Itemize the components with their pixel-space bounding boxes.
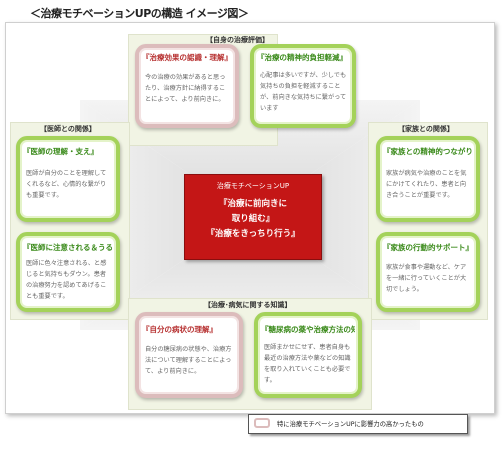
panel-bottom-label: 【治療･病気に関する知識】 (204, 301, 292, 309)
diagram-title: ＜治療モチベーションUPの構造 イメージ図＞ (30, 7, 249, 20)
card-doctor-understanding: 『医師の理解・支え』 医師が自分のことを理解してくれるなど、心情的な繋がりも重要… (16, 136, 120, 222)
card-body: 今の治療の効果があると思ったり、治療方針に納得することによって、より前向きに。 (145, 74, 226, 103)
card-treatment-knowledge: 『糖尿病の薬や治療方法の知識』 医師まかせにせず、患者自身も最近の治療方法や薬な… (254, 312, 362, 398)
card-treatment-effect: 『治療効果の認識・理解』 今の治療の効果があると思ったり、治療方針に納得すること… (135, 44, 239, 128)
center-line-1: 『治療に前向きに (218, 199, 287, 209)
card-title: 『糖尿病の薬や治療方法の知識』 (261, 325, 355, 334)
card-family-active-support: 『家族の行動的サポート』 家族が食事や運動など、ケアを一緒に行っていくことが大切… (376, 232, 480, 312)
legend-swatch-pink (254, 418, 270, 428)
center-line-2: 取り組む』 (231, 214, 275, 224)
card-body: 医師まかせにせず、患者自身も最近の治療方法や薬などの知識を取り入れていくことも必… (264, 344, 351, 384)
panel-left-label: 【医師との関係】 (40, 125, 96, 133)
center-subtitle: 治療モチベーションUP (216, 182, 290, 190)
card-mental-burden-relief: 『治療の精神的負担軽減』 心配事は多いですが、少しでも気持ちの負担を軽減すること… (250, 44, 356, 128)
panel-top-label: 【自身の治療評価】 (206, 36, 269, 44)
card-title: 『家族の行動的サポート』 (383, 243, 473, 252)
card-family-emotional-bond: 『家族との精神的つながり』 家族が病気や治療のことを気にかけてくれたり、患者と向… (376, 136, 480, 222)
center-line-3: 『治療をきっちり行う』 (206, 229, 300, 239)
card-body: 自分の糖尿病の状態や、治療方法について理解することによって、より前向きに。 (145, 346, 232, 375)
card-body: 心配事は多いですが、少しでも気持ちの負担を軽減することが、前向きな気持ちに繋がっ… (260, 72, 347, 112)
legend: 特に治療モチベーションUPに影響力の高かったもの (248, 414, 468, 434)
card-title: 『治療の精神的負担軽減』 (257, 53, 347, 62)
card-title: 『医師に注意される＆うるさい』 (23, 243, 113, 252)
card-doctor-scolding: 『医師に注意される＆うるさい』 医師に色々注意される、と感じると気持ちもダウン。… (16, 232, 120, 312)
panel-right-label: 【家族との関係】 (398, 125, 454, 133)
card-body: 医師が自分のことを理解してくれるなど、心情的な繋がりも重要です。 (26, 170, 107, 199)
card-title: 『治療効果の認識・理解』 (142, 53, 232, 62)
center-main-text: 『治療に前向きに 取り組む』 『治療をきっちり行う』 (185, 197, 321, 242)
card-title: 『家族との精神的つながり』 (383, 147, 473, 156)
card-title: 『医師の理解・支え』 (23, 147, 98, 156)
center-motivation-box: 治療モチベーションUP 『治療に前向きに 取り組む』 『治療をきっちり行う』 (184, 174, 322, 260)
legend-text: 特に治療モチベーションUPに影響力の高かったもの (277, 421, 424, 428)
card-body: 家族が病気や治療のことを気にかけてくれたり、患者と向き合うことが重要です。 (386, 170, 467, 199)
card-body: 家族が食事や運動など、ケアを一緒に行っていくことが大切でしょう。 (386, 264, 467, 293)
card-title: 『自分の病状の理解』 (142, 325, 217, 334)
card-body: 医師に色々注意される、と感じると気持ちもダウン。患者の治療努力を認めてあげること… (26, 260, 107, 300)
card-disease-understanding: 『自分の病状の理解』 自分の糖尿病の状態や、治療方法について理解することによって… (135, 312, 243, 398)
